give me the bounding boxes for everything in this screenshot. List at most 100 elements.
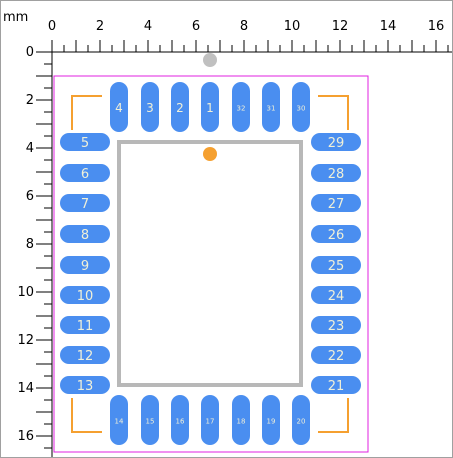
pad-label: 15 <box>146 417 155 425</box>
top-ruler-ticks <box>51 40 452 53</box>
pad-top[interactable] <box>201 82 219 132</box>
pad-label: 23 <box>328 319 345 334</box>
x-tick-label: 12 <box>332 19 349 34</box>
pad-label: 20 <box>297 417 306 425</box>
pad-label: 22 <box>328 349 345 364</box>
y-tick-label: 8 <box>26 237 34 252</box>
pad-right[interactable] <box>311 346 361 364</box>
pad-label: 8 <box>81 228 89 243</box>
pad-label: 7 <box>81 197 89 212</box>
pad-label: 27 <box>328 197 345 212</box>
pad-right[interactable] <box>311 376 361 394</box>
pad-bottom[interactable] <box>110 395 128 445</box>
pad-right[interactable] <box>311 286 361 304</box>
pad-top[interactable] <box>262 82 280 132</box>
y-tick-label: 16 <box>17 429 34 444</box>
pad-label: 24 <box>328 289 345 304</box>
x-tick-label: 8 <box>240 19 248 34</box>
pad-label: 31 <box>267 104 276 112</box>
x-tick-label: 4 <box>144 19 152 34</box>
body-outline <box>117 140 303 387</box>
pad-right[interactable] <box>311 316 361 334</box>
pads-left-column: 5 6 7 8 9 10 11 12 13 <box>60 133 110 394</box>
pad-left[interactable] <box>60 164 110 182</box>
pad-label: 13 <box>77 379 94 394</box>
pad-left[interactable] <box>60 316 110 334</box>
pad-left[interactable] <box>60 194 110 212</box>
pad-label: 26 <box>328 228 345 243</box>
pad-label: 11 <box>77 319 94 334</box>
y-tick-label: 6 <box>26 189 34 204</box>
pad-bottom[interactable] <box>201 395 219 445</box>
pad-label: 10 <box>77 289 94 304</box>
pad-bottom[interactable] <box>262 395 280 445</box>
x-tick-label: 2 <box>96 19 104 34</box>
pad-label: 3 <box>146 101 154 115</box>
x-tick-label: 0 <box>48 19 56 34</box>
x-tick-label: 14 <box>380 19 397 34</box>
pad-right[interactable] <box>311 194 361 212</box>
courtyard-outline <box>53 75 369 453</box>
pad-label: 18 <box>237 417 246 425</box>
pad-left[interactable] <box>60 225 110 243</box>
left-ruler <box>1 1 52 457</box>
pad-top[interactable] <box>292 82 310 132</box>
pad-label: 30 <box>297 104 306 112</box>
pad-label: 1 <box>206 101 214 115</box>
x-tick-label: 16 <box>428 19 445 34</box>
left-ruler-ticks <box>36 51 53 457</box>
y-tick-label: 2 <box>26 93 34 108</box>
pad-label: 6 <box>81 167 89 182</box>
pads-bottom-row: 14 15 16 17 18 19 20 <box>110 395 310 445</box>
pad-label: 2 <box>176 101 184 115</box>
left-ruler-labels: 0 2 4 6 8 10 12 14 16 <box>17 45 34 444</box>
y-tick-label: 14 <box>17 381 34 396</box>
pad-label: 14 <box>115 417 124 425</box>
pad-top[interactable] <box>110 82 128 132</box>
pad-right[interactable] <box>311 225 361 243</box>
pad-bottom[interactable] <box>292 395 310 445</box>
pad-label: 32 <box>237 104 246 112</box>
pad-label: 9 <box>81 259 89 274</box>
pad-bottom[interactable] <box>141 395 159 445</box>
pad-label: 19 <box>267 417 276 425</box>
y-tick-label: 12 <box>17 333 34 348</box>
y-tick-label: 0 <box>26 45 34 60</box>
x-tick-label: 6 <box>192 19 200 34</box>
pad-top[interactable] <box>171 82 189 132</box>
pad-label: 25 <box>328 259 345 274</box>
pad-left[interactable] <box>60 346 110 364</box>
pad-label: 12 <box>77 349 94 364</box>
pad-label: 21 <box>328 379 345 394</box>
pad-label: 28 <box>328 167 345 182</box>
pads-right-column: 29 28 27 26 25 24 23 22 21 <box>311 133 361 394</box>
pad-label: 29 <box>328 136 345 151</box>
top-ruler <box>1 1 452 64</box>
pad-label: 17 <box>206 417 215 425</box>
pad-label: 16 <box>176 417 185 425</box>
pad-left[interactable] <box>60 133 110 151</box>
pad-right[interactable] <box>311 133 361 151</box>
pad-label: 5 <box>81 136 89 151</box>
pad-left[interactable] <box>60 256 110 274</box>
top-ruler-labels: 0 2 4 6 8 10 12 14 16 <box>48 19 444 34</box>
pad-label: 4 <box>115 101 123 115</box>
pad-right[interactable] <box>311 164 361 182</box>
y-tick-label: 4 <box>26 141 34 156</box>
origin-marker[interactable] <box>203 53 217 67</box>
pad-top[interactable] <box>232 82 250 132</box>
pad-top[interactable] <box>141 82 159 132</box>
pad-left[interactable] <box>60 286 110 304</box>
pin1-marker <box>203 147 217 161</box>
silkscreen-outline <box>71 95 349 433</box>
pad-left[interactable] <box>60 376 110 394</box>
pad-right[interactable] <box>311 256 361 274</box>
ruler-unit-label: mm <box>3 10 28 25</box>
y-tick-label: 10 <box>17 285 34 300</box>
pad-bottom[interactable] <box>171 395 189 445</box>
x-tick-label: 10 <box>284 19 301 34</box>
pad-bottom[interactable] <box>232 395 250 445</box>
